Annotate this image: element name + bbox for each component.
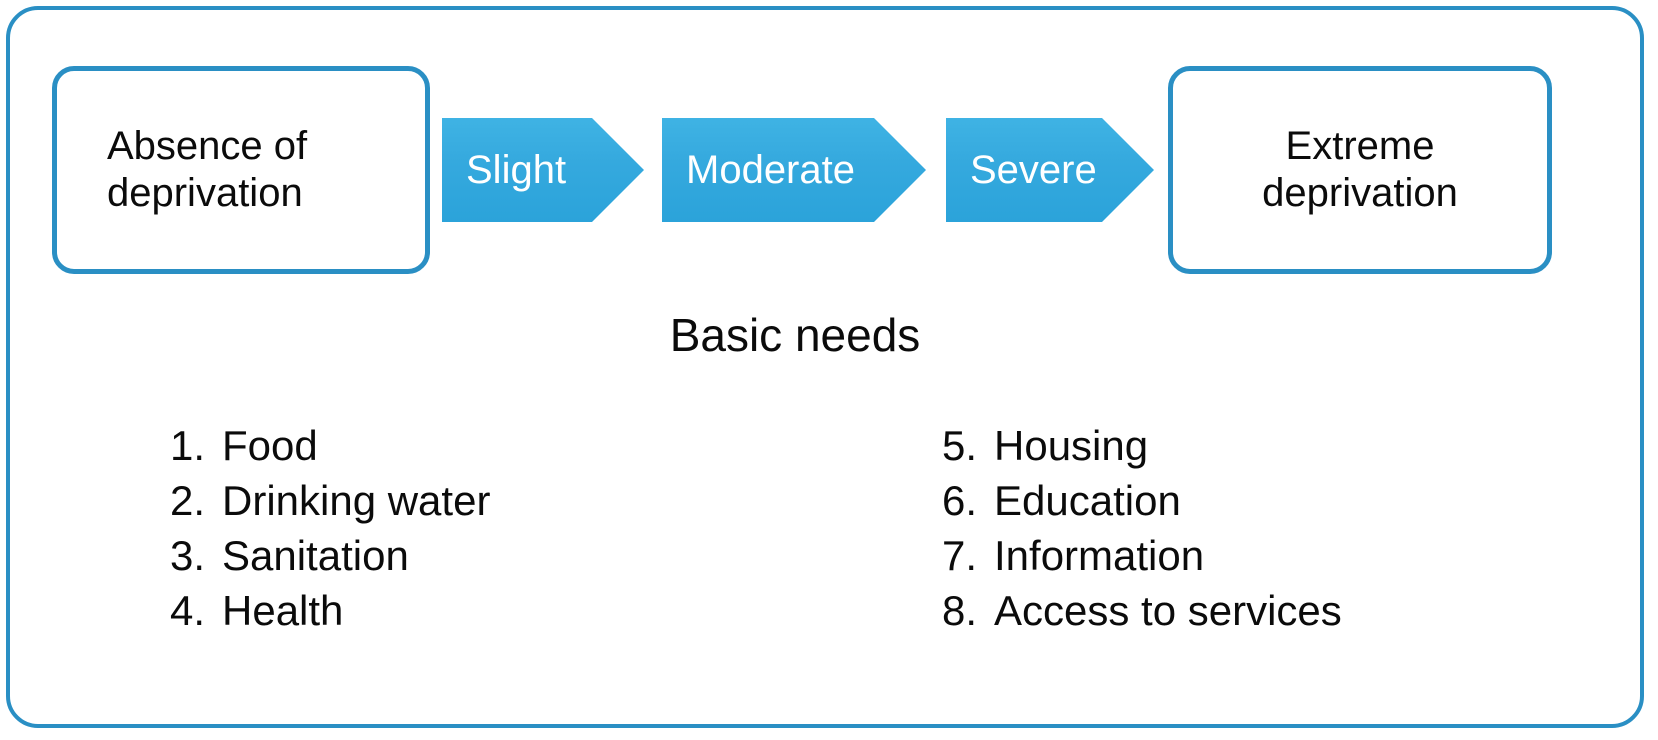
list-item: 2. Drinking water xyxy=(170,473,490,528)
list-item: 4. Health xyxy=(170,583,490,638)
list-item-number: 7. xyxy=(942,532,978,580)
list-item-number: 3. xyxy=(170,532,206,580)
list-item: 7. Information xyxy=(942,528,1342,583)
basic-needs-title: Basic needs xyxy=(669,309,921,361)
list-item-number: 5. xyxy=(942,422,978,469)
arrow-step-severe-label: Severe xyxy=(970,148,1097,192)
list-item-number: 8. xyxy=(942,587,978,635)
list-item-label: Health xyxy=(222,587,344,635)
basic-needs-list-left: 1. Food 2. Drinking water 3. Sanitation … xyxy=(170,418,490,638)
list-item-label: Housing xyxy=(994,422,1149,469)
list-item-label: Access to services xyxy=(994,587,1342,635)
list-item-label: Food xyxy=(222,422,318,469)
extreme-line-2: deprivation xyxy=(1262,171,1458,215)
arrow-step-slight: Slight xyxy=(442,118,644,222)
list-item: 3. Sanitation xyxy=(170,528,490,583)
list-item-number: 6. xyxy=(942,477,978,525)
list-item-label: Sanitation xyxy=(222,532,409,580)
list-item-label: Information xyxy=(994,532,1205,580)
list-item-number: 1. xyxy=(170,422,206,469)
arrow-step-slight-label: Slight xyxy=(466,148,567,192)
absence-line-2: deprivation xyxy=(107,171,303,215)
list-item-label: Education xyxy=(994,477,1181,525)
arrow-step-moderate: Moderate xyxy=(662,118,926,222)
list-item: 6. Education xyxy=(942,473,1342,528)
list-item: 5. Housing xyxy=(942,418,1342,473)
arrow-step-severe: Severe xyxy=(946,118,1154,222)
extreme-line-1: Extreme xyxy=(1285,123,1435,168)
absence-line-1: Absence of xyxy=(107,123,308,168)
list-item-number: 2. xyxy=(170,477,206,525)
list-item-number: 4. xyxy=(170,587,206,635)
list-item-label: Drinking water xyxy=(222,477,491,525)
basic-needs-list-right: 5. Housing 6. Education 7. Information 8… xyxy=(942,418,1342,638)
arrow-step-moderate-label: Moderate xyxy=(686,148,855,192)
list-item: 8. Access to services xyxy=(942,583,1342,638)
list-item: 1. Food xyxy=(170,418,490,473)
